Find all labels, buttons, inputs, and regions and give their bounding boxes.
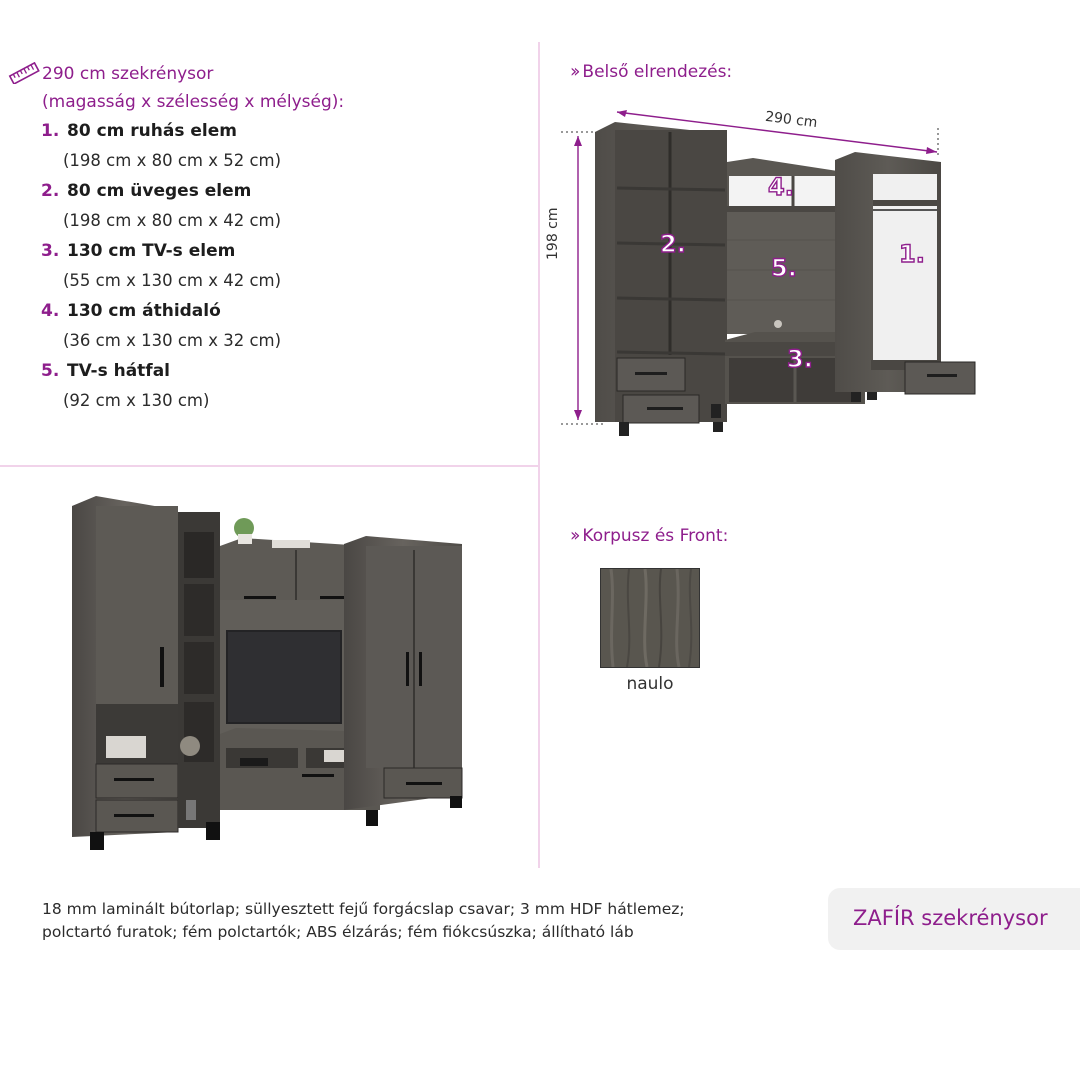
internal-layout-title-text: Belső elrendezés: [582,62,733,82]
dimensions-spec-list: 290 cm szekrénysor (magasság x szélesség… [8,60,528,416]
spec-header-title: 290 cm szekrénysor [42,64,214,84]
product-photo [72,496,463,850]
spec-item: 1. 80 cm ruhás elem (198 cm x 80 cm x 52 c… [41,116,528,176]
height-label: 198 cm [545,207,561,260]
horizontal-divider [0,465,540,467]
spec-item-dimensions: (36 cm x 130 cm x 32 cm) [63,331,282,350]
spec-item-number: 5. [41,361,60,381]
spec-item-title: 5. TV-s hátfal [41,356,528,386]
marker-4: 4. [767,172,794,201]
materials-line-1: 18 mm laminált bútorlap; süllyesztett fe… [42,900,685,918]
product-name-badge [828,888,1080,950]
spec-item-title-text: 80 cm üveges elem [67,181,252,201]
spec-item: 2. 80 cm üveges elem (198 cm x 80 cm x 42 … [41,176,528,236]
spec-item-title: 2. 80 cm üveges elem [41,176,528,206]
double-chevron-right-icon: ›› [570,525,581,546]
naulo-color-swatch [600,568,700,668]
spec-item-number: 2. [41,181,60,201]
spec-item-number: 3. [41,241,60,261]
materials-line-2: polctartó furatok; fém polctartók; ABS é… [42,923,634,941]
internal-layout-title: ›› Belső elrendezés: [570,60,732,84]
spec-item: 4. 130 cm áthidaló (36 cm x 130 cm x 32 cm… [41,296,528,356]
material-section-title-text: Korpusz és Front: [582,526,729,546]
arrow-head-icon [574,410,582,420]
spec-item-title-text: 80 cm ruhás elem [67,121,237,141]
double-chevron-right-icon: ›› [570,61,581,82]
spec-item-title-text: 130 cm TV-s elem [67,241,236,261]
spec-item-dimensions: (92 cm x 130 cm) [63,391,210,410]
tv-back-panel [727,212,835,334]
spec-item-title-text: 130 cm áthidaló [67,301,221,321]
material-section-title: ›› Korpusz és Front: [570,524,728,548]
materials-description: 18 mm laminált bútorlap; süllyesztett fe… [42,898,802,944]
ruler-icon [8,62,40,84]
arrow-head-icon [926,147,937,154]
width-dimension-line [616,111,938,153]
arrow-head-icon [574,136,582,146]
arrow-head-icon [617,110,627,117]
spec-item-dimensions: (55 cm x 130 cm x 42 cm) [63,271,282,290]
spec-item-title: 3. 130 cm TV-s elem [41,236,528,266]
spec-item-dimensions: (198 cm x 80 cm x 52 cm) [63,151,282,170]
spec-item-number: 1. [41,121,60,141]
spec-item-dimensions: (198 cm x 80 cm x 42 cm) [63,211,282,230]
marker-3: 3. [786,344,813,373]
spec-item: 5. TV-s hátfal (92 cm x 130 cm) [41,356,528,416]
internal-layout-diagram [561,110,976,436]
swatch-label: naulo [626,674,674,694]
spec-item: 3. 130 cm TV-s elem (55 cm x 130 cm x 42 c… [41,236,528,296]
spec-header: 290 cm szekrénysor (magasság x szélesség… [8,60,528,116]
spec-item-title: 4. 130 cm áthidaló [41,296,528,326]
marker-5: 5. [770,253,797,282]
spec-item-title-text: TV-s hátfal [67,361,171,381]
spec-header-subtitle: (magasság x szélesség x mélység): [42,92,345,112]
marker-2: 2. [659,229,686,258]
marker-1: 1. [898,239,925,268]
spec-item-title: 1. 80 cm ruhás elem [41,116,528,146]
vertical-divider [538,42,540,868]
product-name: ZAFÍR szekrénysor [853,906,1048,930]
spec-item-number: 4. [41,301,60,321]
